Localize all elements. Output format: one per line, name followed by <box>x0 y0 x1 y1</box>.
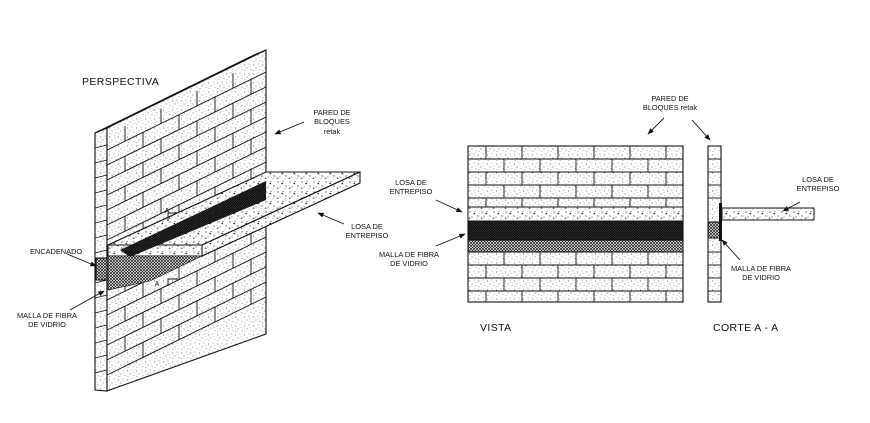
slab-label-perspective: LOSA DE ENTREPISO <box>345 222 389 241</box>
cut-mark-top <box>167 212 178 221</box>
leader-arrows <box>66 117 801 311</box>
mesh-label-section: MALLA DE FIBRA DE VIDRIO <box>731 264 791 283</box>
view-mesh-band-lower <box>467 239 684 253</box>
block-courses <box>94 71 267 376</box>
cut-label-top: A <box>164 208 170 215</box>
slab-label-section: LOSA DE ENTREPISO <box>796 175 840 194</box>
view-title: VISTA <box>480 322 512 334</box>
view-mesh-band <box>467 220 684 241</box>
view-drawing <box>467 145 684 303</box>
bond-beam-label: ENCADENADO <box>30 247 83 256</box>
perspective-title: PERSPECTIVA <box>82 76 160 88</box>
mesh-strip-top <box>120 181 266 257</box>
section-drawing <box>691 119 815 303</box>
mesh-label-view: MALLA DE FIBRA DE VIDRIO <box>379 250 439 269</box>
view-slab-band <box>467 206 684 222</box>
section-title: CORTE A - A <box>713 322 779 334</box>
cut-label-bottom: A <box>154 281 160 288</box>
mesh-strip-wall <box>107 255 203 291</box>
slab-label-view: LOSA DE ENTREPISO <box>389 178 433 197</box>
section-mesh-line <box>719 203 722 241</box>
cut-mark-bottom <box>167 278 178 286</box>
mesh-label-perspective: MALLA DE FIBRA DE VIDRIO <box>17 311 77 330</box>
wall-label-perspective: PARED DE BLOQUES retak <box>313 108 351 136</box>
section-slab <box>721 207 815 221</box>
wall-label-view: PARED DE BLOQUES retak <box>642 94 698 113</box>
bond-beam-block <box>95 257 108 281</box>
view-block-courses <box>468 146 683 302</box>
perspective-drawing <box>94 49 361 392</box>
